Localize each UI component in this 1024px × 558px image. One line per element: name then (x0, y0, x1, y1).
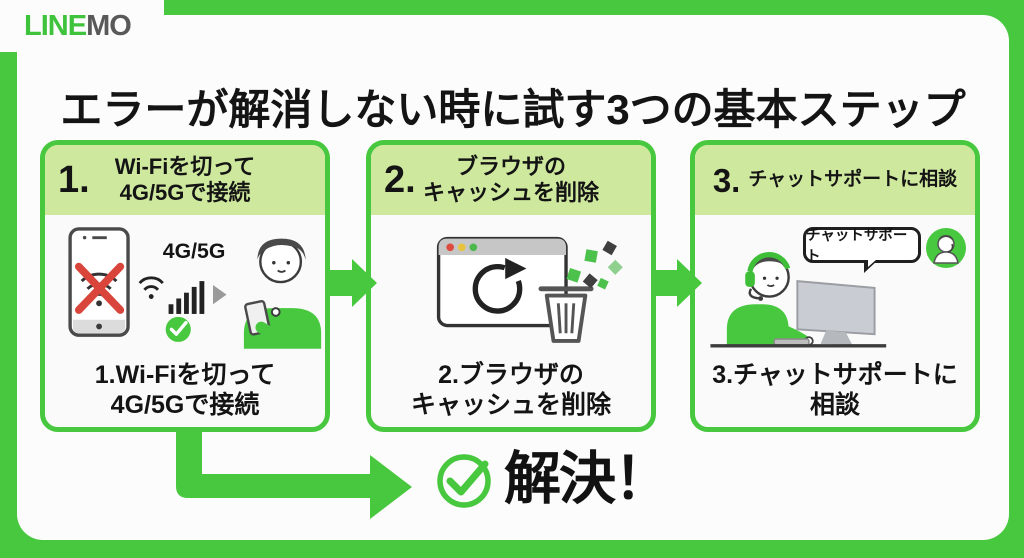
step2-caption: 2.ブラウザの キャッシュを削除 (410, 361, 611, 419)
keyboard-icon (773, 338, 810, 346)
step2-illustration (436, 236, 623, 343)
arrow-step1-to-step2-icon (327, 259, 377, 307)
step3-caption: 3.チャットサポートに 相談 (712, 361, 958, 419)
signal-bars-icon (138, 276, 205, 314)
step1-header: 1. Wi-Fiを切って 4G/5Gで接続 (45, 145, 325, 215)
header-logo-strip: LINEMO (0, 0, 164, 52)
step-card-2: 2. ブラウザの キャッシュを削除 (366, 140, 656, 432)
step1-number: 1. (58, 159, 90, 201)
step1-illustration: 4G/5G (68, 227, 322, 349)
phone-icon (68, 227, 130, 337)
network-label: 4G/5G (163, 239, 226, 263)
step2-header-text: ブラウザの キャッシュを削除 (422, 154, 599, 205)
step1-header-text: Wi-Fiを切って 4G/5Gで接続 (114, 154, 256, 205)
person-with-phone-illustration (243, 238, 322, 349)
content-panel: エラーが解消しない時に試す3つの基本ステップ 1. Wi-Fiを切って 4G/5… (17, 15, 1009, 540)
step2-header: 2. ブラウザの キャッシュを削除 (371, 145, 651, 215)
step3-header-text: チャットサポートに相談 (748, 168, 958, 190)
step2-body: 2.ブラウザの キャッシュを削除 (371, 215, 651, 427)
step3-header: 3. チャットサポートに相談 (695, 145, 975, 215)
trash-icon (538, 286, 594, 343)
solved-label: 解決！ (504, 447, 671, 511)
cache-squares-icon (566, 240, 623, 290)
arrow-step2-to-step3-icon (652, 259, 702, 307)
monitor-icon (796, 280, 876, 345)
step1-caption: 1.Wi-Fiを切って 4G/5Gで接続 (94, 361, 276, 419)
check-icon (165, 316, 191, 342)
solved-check-icon (437, 454, 491, 508)
step-card-1: 1. Wi-Fiを切って 4G/5Gで接続 (40, 140, 330, 432)
support-person-illustration (726, 252, 814, 346)
step3-number: 3. (712, 161, 741, 199)
chat-bubble: チャットサポート (803, 227, 921, 273)
wifi-off-icon (74, 262, 125, 314)
chat-agent-avatar (926, 228, 966, 268)
step3-illustration (710, 252, 887, 348)
step-card-3: 3. チャットサポートに相談 チャットサポート (690, 140, 980, 432)
page-title: エラーが解消しない時に試す3つの基本ステップ (60, 86, 966, 134)
flow-connector-arrow (176, 430, 412, 519)
refresh-icon (472, 257, 534, 314)
linemo-logo: LINEMO (24, 9, 132, 42)
step3-body: チャットサポート (695, 215, 975, 427)
step1-body: 4G/5G (45, 215, 325, 427)
next-triangle-icon (213, 284, 227, 305)
step2-number: 2. (384, 159, 416, 201)
